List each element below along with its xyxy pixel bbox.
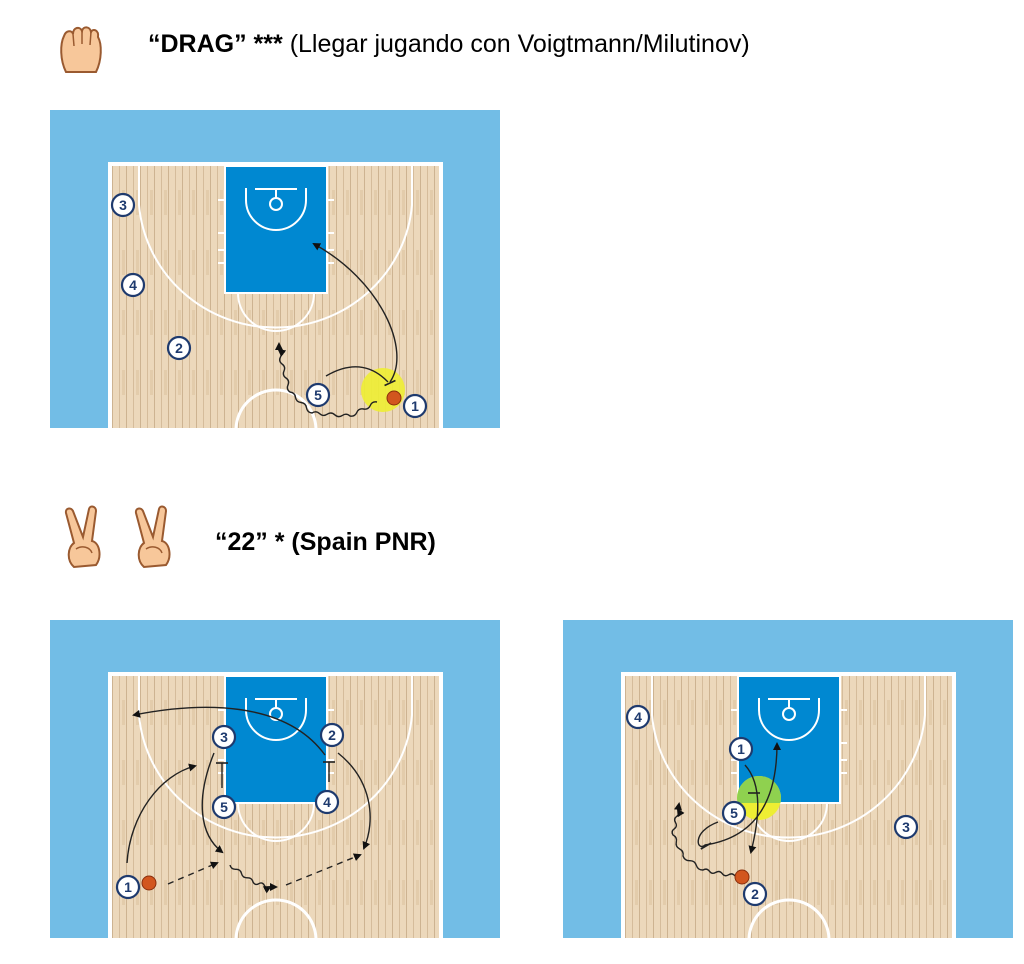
cut-path	[744, 764, 759, 854]
court-diagram-22-step1: 1 2 3 4 5	[50, 620, 500, 938]
player-circle	[120, 272, 146, 298]
paint-area	[224, 165, 328, 294]
player-number: 2	[328, 727, 336, 743]
basket-rim	[269, 707, 283, 721]
player-circle	[728, 736, 754, 762]
free-throw-circle	[237, 292, 315, 332]
basketball-icon	[386, 390, 402, 406]
player-marker-2: 2	[319, 722, 345, 748]
player-marker-2: 2	[742, 881, 768, 907]
restricted-area-arc	[245, 698, 307, 741]
play-description: (Llegar jugando con Voigtmann/Milutinov)	[282, 30, 750, 58]
dribble-path	[277, 348, 378, 418]
player-number: 3	[902, 819, 910, 835]
player-number: 2	[175, 340, 183, 356]
court-svg: 1 2 3 4 5	[563, 620, 1013, 938]
basketball-icon	[734, 869, 750, 885]
player-marker-3: 3	[893, 814, 919, 840]
player-circle	[721, 800, 747, 826]
player-circle	[742, 881, 768, 907]
restricted-area-arc	[245, 188, 307, 231]
player-number: 5	[314, 387, 322, 403]
player-number: 4	[634, 709, 642, 725]
player-number: 1	[124, 879, 132, 895]
screen-bar	[384, 379, 396, 387]
free-throw-circle	[237, 802, 315, 842]
basket-rim	[782, 707, 796, 721]
screen-highlight	[361, 368, 405, 412]
court-svg: 1 2 3 4 5	[50, 110, 500, 428]
player-circle	[115, 874, 141, 900]
player-marker-3: 3	[211, 724, 237, 750]
player-marker-1: 1	[728, 736, 754, 762]
dribble-arrow	[674, 802, 682, 811]
player-circle	[211, 724, 237, 750]
screen-highlight-paint	[737, 776, 781, 803]
pass-path	[285, 853, 362, 886]
player-circle	[110, 192, 136, 218]
player-number: 3	[119, 197, 127, 213]
player-marker-5: 5	[305, 382, 331, 408]
play-title-drag: “DRAG” *** (Llegar jugando con Voigtmann…	[148, 30, 750, 59]
player-marker-1: 1	[402, 393, 428, 419]
screen-bar	[700, 842, 712, 850]
player-marker-2: 2	[166, 335, 192, 361]
center-circle	[234, 898, 318, 938]
player-circle	[893, 814, 919, 840]
player-number: 1	[737, 741, 745, 757]
victory-hand-icon	[134, 505, 171, 569]
player-marker-4: 4	[120, 272, 146, 298]
player-circle	[211, 794, 237, 820]
play-name: “DRAG” ***	[148, 30, 283, 58]
cut-path	[312, 243, 398, 383]
cut-path	[132, 706, 326, 756]
victory-hand-icon	[64, 505, 101, 569]
basketball-icon	[141, 875, 157, 891]
three-point-line	[138, 166, 413, 329]
player-circle	[166, 335, 192, 361]
dribble-path	[229, 864, 272, 894]
player-circle	[314, 789, 340, 815]
dribble-path	[671, 808, 736, 877]
player-marker-5: 5	[211, 794, 237, 820]
basket-rim	[269, 197, 283, 211]
cut-path	[337, 752, 371, 850]
pass-path	[167, 861, 219, 885]
player-number: 5	[220, 799, 228, 815]
screen-path	[325, 366, 389, 383]
player-marker-4: 4	[314, 789, 340, 815]
court-diagram-drag: 1 2 3 4 5	[50, 110, 500, 428]
raised-fist-hand-icon	[60, 26, 102, 73]
play-title-22: “22” * (Spain PNR)	[215, 528, 436, 557]
three-point-line	[651, 676, 926, 839]
cut-path	[201, 752, 224, 854]
player-circle	[305, 382, 331, 408]
court-diagram-22-step2: 1 2 3 4 5	[563, 620, 1013, 938]
cut-path	[126, 763, 197, 864]
center-circle	[747, 898, 831, 938]
player-circle	[319, 722, 345, 748]
player-number: 4	[323, 794, 331, 810]
roll-path	[697, 742, 781, 848]
player-circle	[625, 704, 651, 730]
player-number: 5	[730, 805, 738, 821]
player-marker-1: 1	[115, 874, 141, 900]
court-svg: 1 2 3 4 5	[50, 620, 500, 938]
player-number: 4	[129, 277, 137, 293]
player-number: 3	[220, 729, 228, 745]
player-circle	[402, 393, 428, 419]
player-marker-5: 5	[721, 800, 747, 826]
player-number: 1	[411, 398, 419, 414]
play-name: “22” * (Spain PNR)	[215, 528, 436, 556]
player-marker-4: 4	[625, 704, 651, 730]
three-point-line	[138, 676, 413, 839]
restricted-area-arc	[758, 698, 820, 741]
player-number: 2	[751, 886, 759, 902]
player-marker-3: 3	[110, 192, 136, 218]
